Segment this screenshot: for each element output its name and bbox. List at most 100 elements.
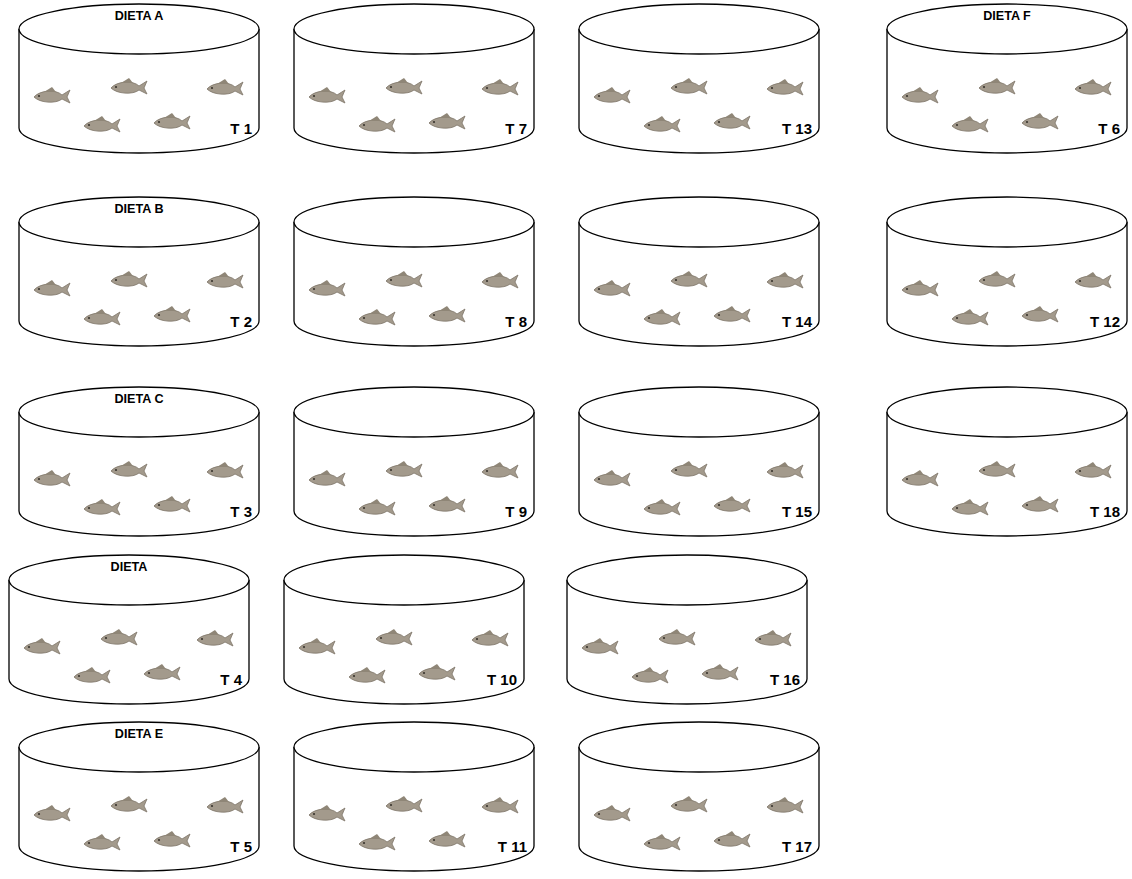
fish-icon [482,797,518,813]
fish-icon [1075,79,1111,95]
fish-icon [74,667,110,683]
fish-icon [671,796,707,812]
tank-number: T 15 [782,503,812,520]
fish-icon [952,116,988,132]
fish-icon [84,309,120,325]
tank-rim [579,4,819,54]
diet-label: DIETA [8,560,250,574]
tank-number: T 6 [1098,120,1120,137]
fish-icon [101,629,137,645]
fish-icon [154,831,190,847]
tank-number: T 7 [505,120,527,137]
tank-rim [294,387,534,437]
fish-icon [419,664,455,680]
tank-rim [579,387,819,437]
fish-icon [34,805,70,821]
fish-icon [84,116,120,132]
fish-icon [386,78,422,94]
fish-icon [111,271,147,287]
diet-label: DIETA B [18,202,260,216]
fish-icon [111,796,147,812]
fish-icon [386,271,422,287]
fish-icon [632,667,668,683]
tank-rim [567,555,807,605]
fish-icon [482,462,518,478]
diet-label: DIETA A [18,9,260,23]
tank-outline [18,195,260,350]
fish-icon [482,272,518,288]
fish-icon [111,461,147,477]
tank-number: T 1 [230,120,252,137]
fish-tank: DIETA B T 2 [18,195,260,350]
fish-icon [309,805,345,821]
fish-icon [207,797,243,813]
fish-icon [979,78,1015,94]
tank-rim [294,4,534,54]
tank-rim [887,4,1127,54]
fish-tank: T 7 [293,2,535,157]
fish-icon [359,499,395,515]
fish-icon [34,280,70,296]
fish-icon [1022,496,1058,512]
fish-icon [671,78,707,94]
fish-icon [482,79,518,95]
fish-icon [644,499,680,515]
fish-icon [902,280,938,296]
fish-tank: T 11 [293,720,535,875]
fish-icon [349,667,385,683]
tank-number: T 9 [505,503,527,520]
fish-icon [299,638,335,654]
fish-tank: T 16 [566,553,808,708]
fish-icon [594,805,630,821]
fish-icon [1075,272,1111,288]
tank-outline [18,720,260,875]
fish-icon [594,280,630,296]
tank-rim [19,197,259,247]
fish-icon [84,834,120,850]
tank-number: T 3 [230,503,252,520]
fish-icon [34,470,70,486]
fish-icon [767,797,803,813]
tank-rim [19,722,259,772]
tank-rim [294,722,534,772]
fish-icon [154,496,190,512]
fish-icon [376,629,412,645]
fish-icon [702,664,738,680]
tank-outline [293,385,535,540]
fish-tank: T 18 [886,385,1128,540]
fish-icon [24,638,60,654]
tank-rim [19,4,259,54]
fish-icon [207,462,243,478]
fish-icon [767,79,803,95]
fish-icon [429,113,465,129]
tank-number: T 18 [1090,503,1120,520]
fish-icon [582,638,618,654]
fish-icon [309,280,345,296]
fish-icon [207,79,243,95]
tank-number: T 12 [1090,313,1120,330]
fish-icon [429,831,465,847]
fish-icon [594,470,630,486]
tank-number: T 13 [782,120,812,137]
tank-outline [293,2,535,157]
fish-icon [309,87,345,103]
fish-tank: T 10 [283,553,525,708]
fish-icon [979,461,1015,477]
tank-rim [887,197,1127,247]
fish-icon [154,306,190,322]
fish-icon [359,116,395,132]
fish-tank: DIETAT 4 [8,553,250,708]
fish-tank: T 13 [578,2,820,157]
fish-icon [111,78,147,94]
fish-icon [1075,462,1111,478]
tank-number: T 2 [230,313,252,330]
tank-rim [887,387,1127,437]
tank-number: T 8 [505,313,527,330]
fish-icon [671,271,707,287]
tank-number: T 14 [782,313,812,330]
diet-label: DIETA E [18,727,260,741]
fish-tank: T 14 [578,195,820,350]
fish-icon [644,309,680,325]
fish-icon [755,630,791,646]
fish-icon [714,113,750,129]
